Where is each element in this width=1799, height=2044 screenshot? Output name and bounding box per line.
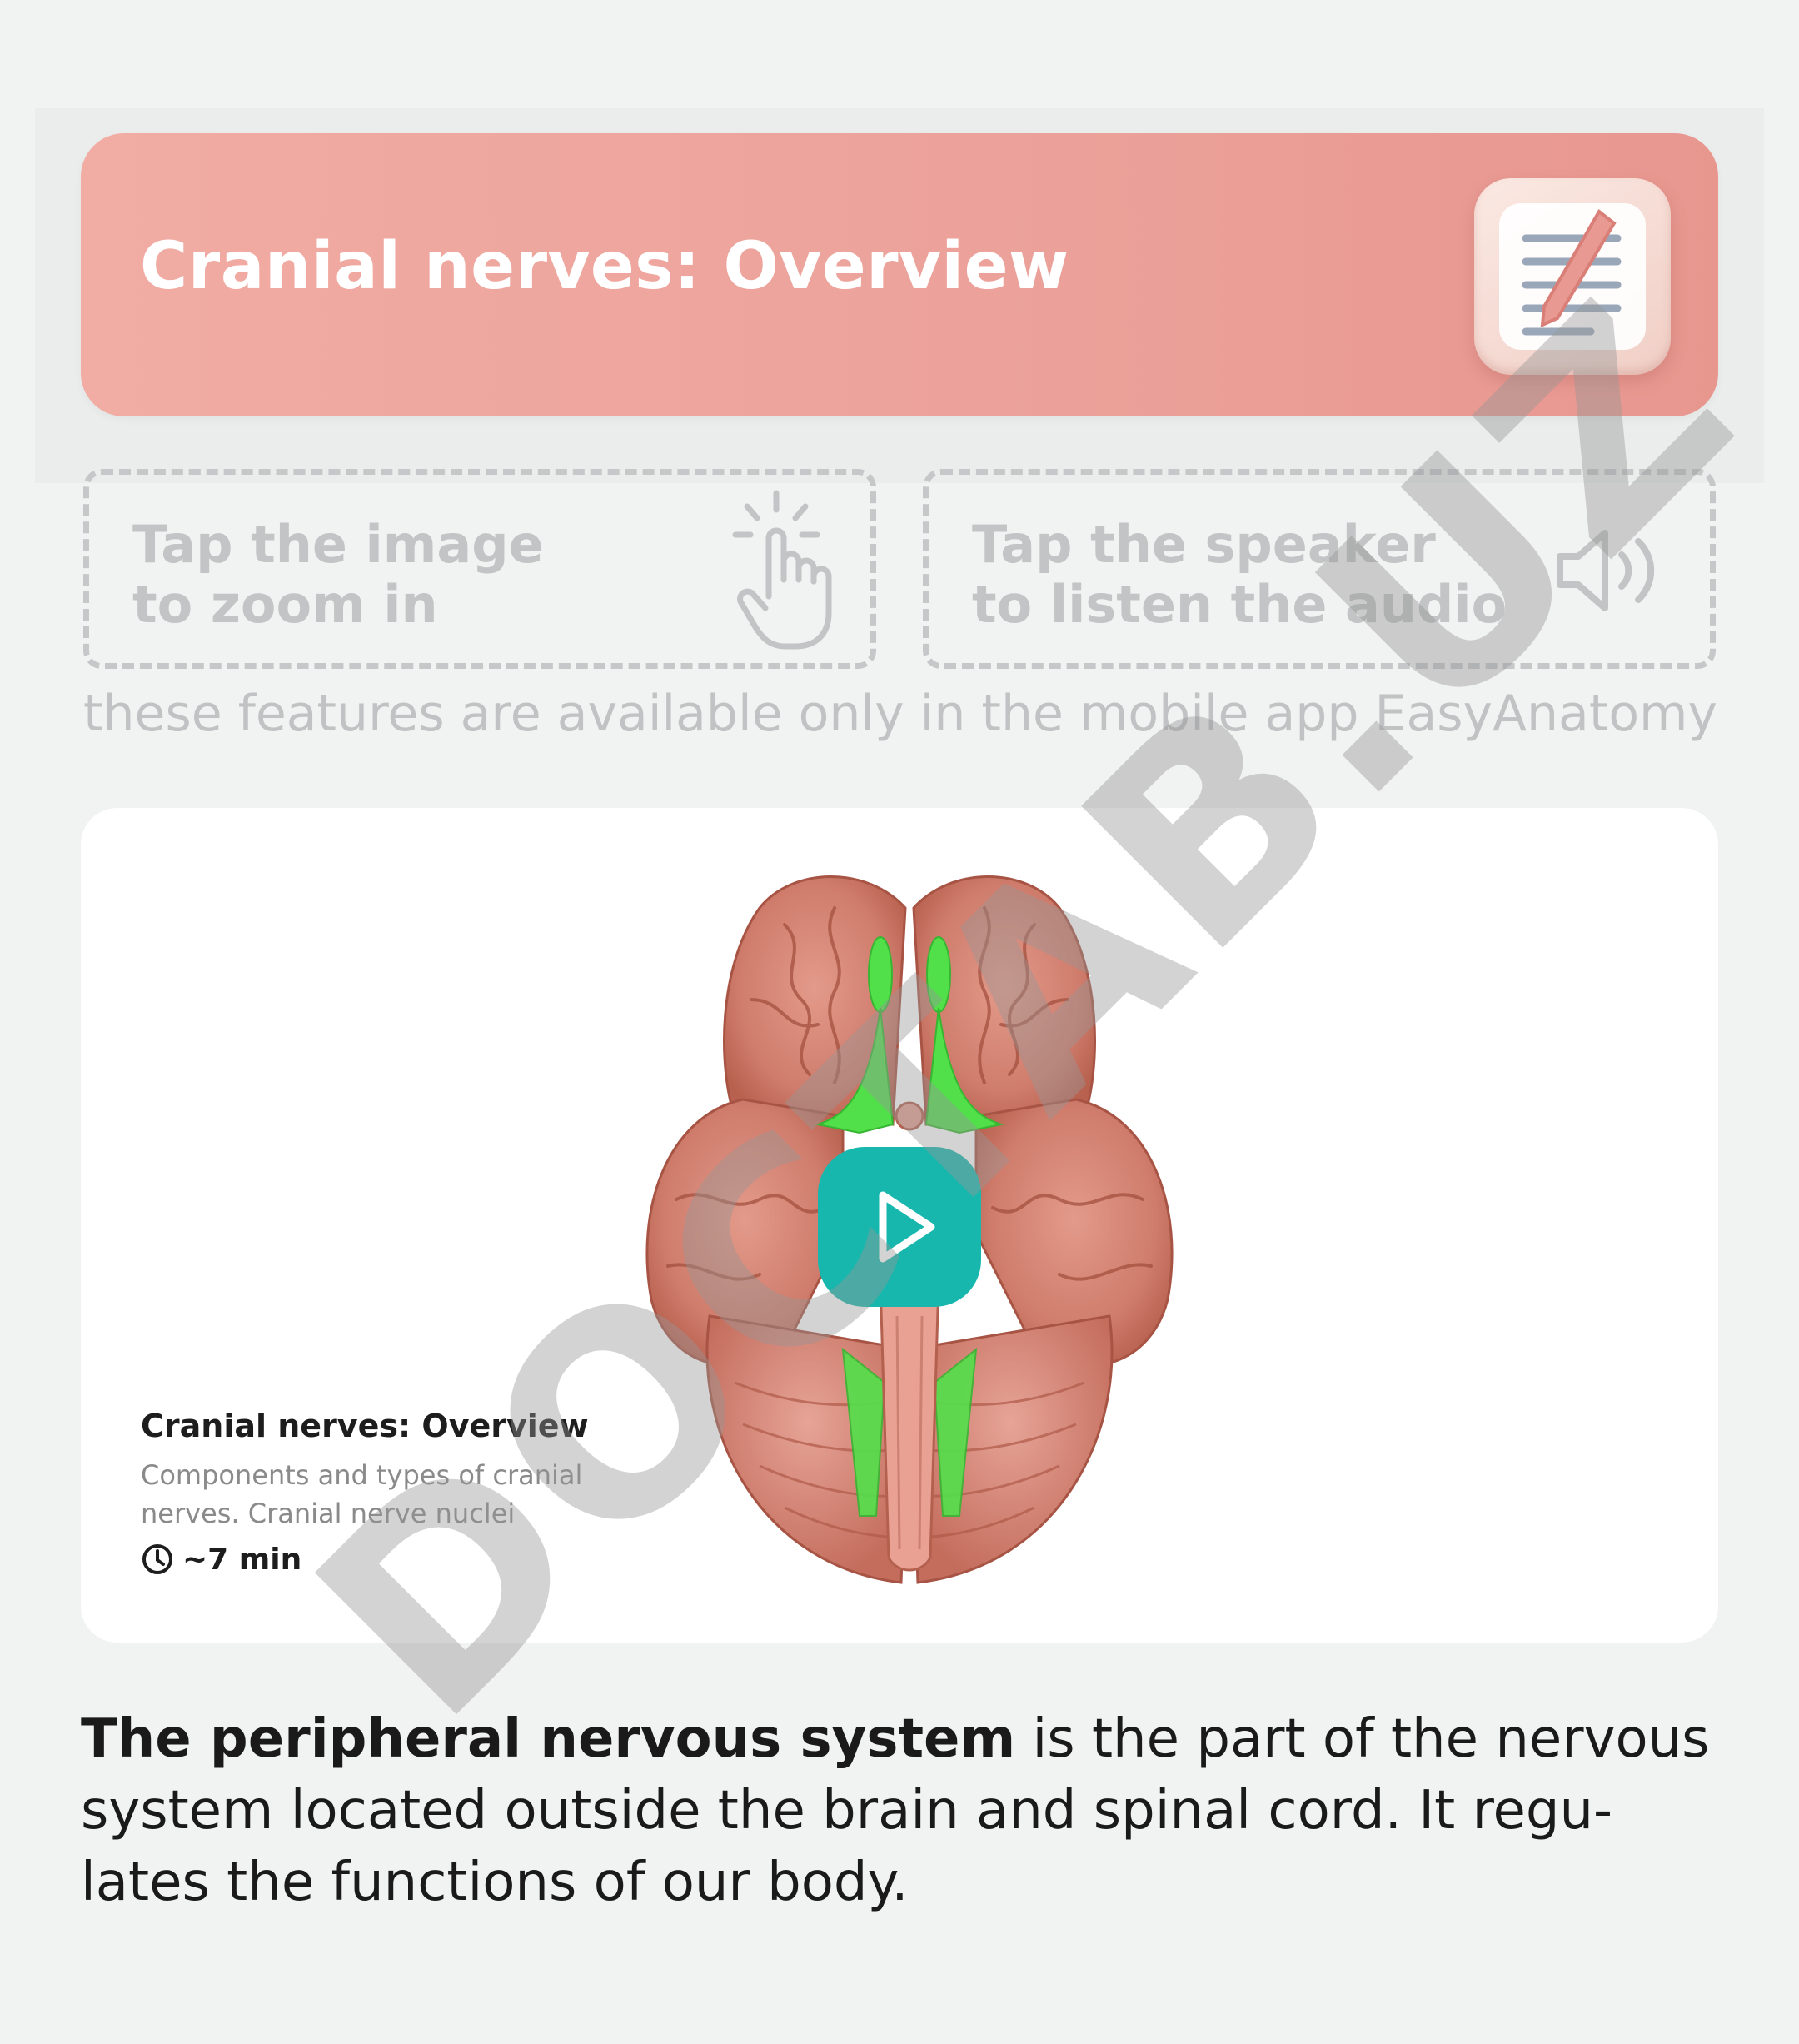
availability-note: these features are available only in the…	[83, 685, 1718, 743]
audio-line-2: to listen the audio	[972, 574, 1507, 635]
video-subtitle: Components and types of cranial nerves. …	[141, 1459, 583, 1529]
duration-label: ~7 min	[182, 1542, 302, 1577]
body-lead: The peripheral nervous system	[81, 1708, 1016, 1770]
video-duration: ~7 min	[141, 1541, 301, 1578]
clock-icon	[142, 1544, 172, 1574]
zoom-line-2: to zoom in	[132, 574, 438, 635]
body-rest: is the part of the nervous system locate…	[81, 1708, 1710, 1913]
play-icon	[879, 1191, 935, 1263]
video-title: Cranial nerves: Overview	[141, 1408, 589, 1444]
lesson-title: Cranial nerves: Overview	[140, 229, 1069, 304]
notes-pencil-icon	[1474, 178, 1671, 375]
speaker-icon	[1557, 530, 1655, 611]
zoom-line-1: Tap the image	[132, 514, 544, 575]
play-button[interactable]	[818, 1147, 981, 1307]
brain-illustration[interactable]	[593, 850, 1226, 1624]
video-card[interactable]: Cranial nerves: Overview Components and …	[81, 808, 1718, 1643]
body-paragraph: The peripheral nervous system is the par…	[81, 1703, 1738, 1918]
tap-hand-icon	[732, 490, 832, 650]
lesson-header	[81, 133, 1718, 416]
audio-feature-box[interactable]: Tap the speaker to listen the audio	[923, 469, 1716, 669]
zoom-feature-box[interactable]: Tap the image to zoom in	[83, 469, 876, 669]
audio-feature-text: Tap the speaker to listen the audio	[972, 515, 1507, 635]
audio-line-1: Tap the speaker	[972, 514, 1436, 575]
zoom-feature-text: Tap the image to zoom in	[132, 515, 544, 635]
